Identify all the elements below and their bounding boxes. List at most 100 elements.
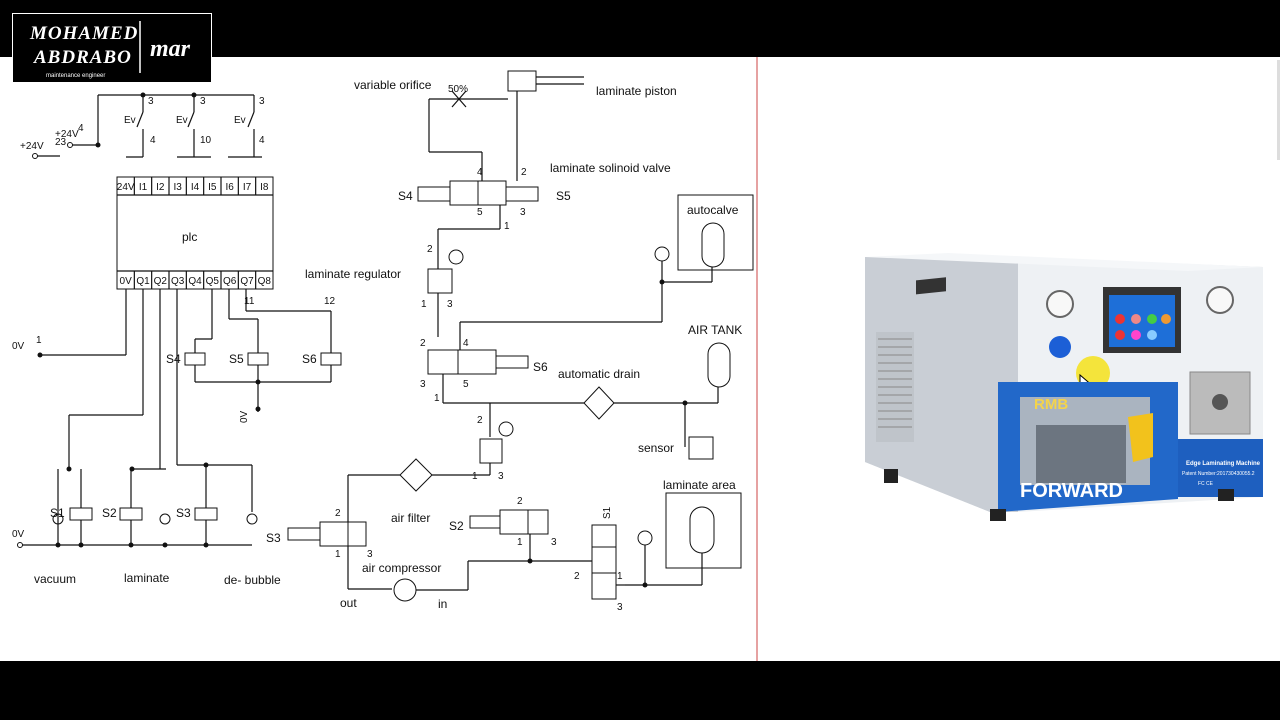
side-vent	[876, 332, 914, 442]
air-filter-label: air filter	[391, 511, 430, 525]
svg-text:4: 4	[259, 135, 265, 146]
plus24b-label: +24V	[55, 129, 79, 140]
air-compressor	[393, 578, 417, 602]
n4-label: 4	[78, 123, 84, 134]
pressure-sensor	[688, 436, 714, 460]
plc-terminal-i7: I7	[243, 182, 252, 193]
svg-text:3: 3	[617, 602, 623, 613]
plc-terminal-i4: I4	[191, 182, 200, 193]
svg-text:S3: S3	[266, 531, 281, 545]
patent-text: Patent Number:201730430055.2	[1182, 471, 1255, 477]
plc-title: plc	[182, 230, 197, 244]
svg-text:Ev: Ev	[234, 115, 246, 126]
svg-text:Ev: Ev	[176, 115, 188, 126]
switch-3: 3 4 Ev	[228, 95, 265, 158]
output-coils-s4-s6: 0V 1 11 12 S4 S5 S6 0V	[12, 289, 342, 423]
plc-terminal-i1: I1	[139, 182, 148, 193]
svg-text:1: 1	[434, 393, 440, 404]
air-compressor-label: air compressor	[362, 561, 441, 575]
svg-text:5: 5	[477, 207, 483, 218]
svg-text:3: 3	[148, 96, 154, 107]
plc-terminal-0v: 0V	[120, 276, 133, 287]
svg-text:3: 3	[420, 379, 426, 390]
plc-terminal-i5: I5	[208, 182, 217, 193]
automatic-drain-label: automatic drain	[558, 367, 640, 381]
svg-text:2: 2	[427, 244, 433, 255]
laminate-piston	[507, 70, 537, 92]
plus24-label: +24V	[20, 141, 44, 152]
plc-terminal-i6: I6	[225, 182, 234, 193]
logo-sub: maintenance engineer	[46, 73, 105, 79]
laminate-area-label: laminate area	[663, 478, 736, 492]
plc-terminal-q3: Q3	[171, 276, 185, 287]
input-switches: +24V +24V 23 4 3 4 Ev 3 10 Ev 3	[20, 92, 265, 159]
svg-text:3: 3	[447, 299, 453, 310]
svg-text:S3: S3	[176, 506, 191, 520]
svg-text:4: 4	[463, 338, 469, 349]
label-de-bubble: de- bubble	[224, 573, 281, 587]
laminate-valve-label: laminate solinoid valve	[550, 161, 671, 175]
svg-text:2: 2	[517, 496, 523, 507]
plc-block	[116, 176, 274, 290]
svg-text:S5: S5	[229, 352, 244, 366]
orifice-percent: 50%	[448, 84, 468, 95]
plc-terminal-q8: Q8	[258, 276, 272, 287]
svg-text:0V: 0V	[239, 410, 250, 423]
laminate-regulator-label: laminate regulator	[305, 267, 401, 281]
plc-terminal-q4: Q4	[188, 276, 202, 287]
svg-text:1: 1	[36, 335, 42, 346]
plc-terminal-q5: Q5	[206, 276, 220, 287]
svg-text:S4: S4	[166, 352, 181, 366]
variable-orifice-label: variable orifice	[354, 78, 432, 92]
svg-text:3: 3	[520, 207, 526, 218]
channel-logo: MOHAMED ABDRABO maintenance engineer mar	[12, 13, 212, 83]
badge-text: RMB	[1034, 396, 1068, 413]
svg-text:1: 1	[421, 299, 427, 310]
svg-text:1: 1	[504, 221, 510, 232]
in-label: in	[438, 597, 447, 611]
svg-text:5: 5	[463, 379, 469, 390]
svg-text:Ev: Ev	[124, 115, 136, 126]
svg-text:1: 1	[517, 537, 523, 548]
plc-terminal-i8: I8	[260, 182, 269, 193]
svg-text:S4: S4	[398, 189, 413, 203]
air-tank-label: AIR TANK	[688, 323, 742, 337]
laminate-piston-label: laminate piston	[596, 84, 677, 98]
automatic-drain	[583, 386, 615, 420]
svg-text:S1: S1	[602, 506, 613, 519]
svg-text:3: 3	[259, 96, 265, 107]
plc-terminal-q1: Q1	[136, 276, 150, 287]
plc-terminal-q6: Q6	[223, 276, 237, 287]
svg-text:2: 2	[420, 338, 426, 349]
n23-label: 23	[55, 137, 67, 148]
svg-text:3: 3	[200, 96, 206, 107]
logo-line1: MOHAMED	[29, 23, 138, 44]
n10-label: 10	[200, 135, 212, 146]
svg-text:0V: 0V	[12, 341, 25, 352]
svg-text:S2: S2	[449, 519, 464, 533]
svg-text:1: 1	[472, 471, 478, 482]
svg-text:S2: S2	[102, 506, 117, 520]
svg-text:2: 2	[521, 167, 527, 178]
output-coils-s1-s3: 0V S1 S2 S3 vacuum laminate de- bubble	[12, 289, 281, 587]
cert-text: FC CE	[1198, 481, 1214, 487]
logo-line2: ABDRABO	[33, 47, 132, 68]
machine-title-plate: Edge Laminating Machine	[1186, 461, 1261, 467]
svg-text:3: 3	[551, 537, 557, 548]
svg-text:1: 1	[617, 571, 623, 582]
n11-label: 11	[244, 296, 255, 307]
svg-text:S1: S1	[50, 506, 65, 520]
air-filter	[399, 458, 433, 492]
n12-label: 12	[324, 296, 336, 307]
scrollbar[interactable]	[1277, 60, 1280, 160]
svg-text:3: 3	[367, 549, 373, 560]
plc-terminal-24v: 24V	[117, 182, 135, 193]
pneumatic-circuit: variable orifice 50% laminate piston S4 …	[266, 70, 754, 613]
plc-terminal-i2: I2	[156, 182, 165, 193]
autocalve-label: autocalve	[687, 203, 739, 217]
plc-terminal-q2: Q2	[154, 276, 168, 287]
pressure-gauge-left	[1046, 290, 1074, 318]
pressure-gauge-right	[1206, 286, 1234, 314]
brand-text: FORWARD	[1020, 480, 1123, 502]
